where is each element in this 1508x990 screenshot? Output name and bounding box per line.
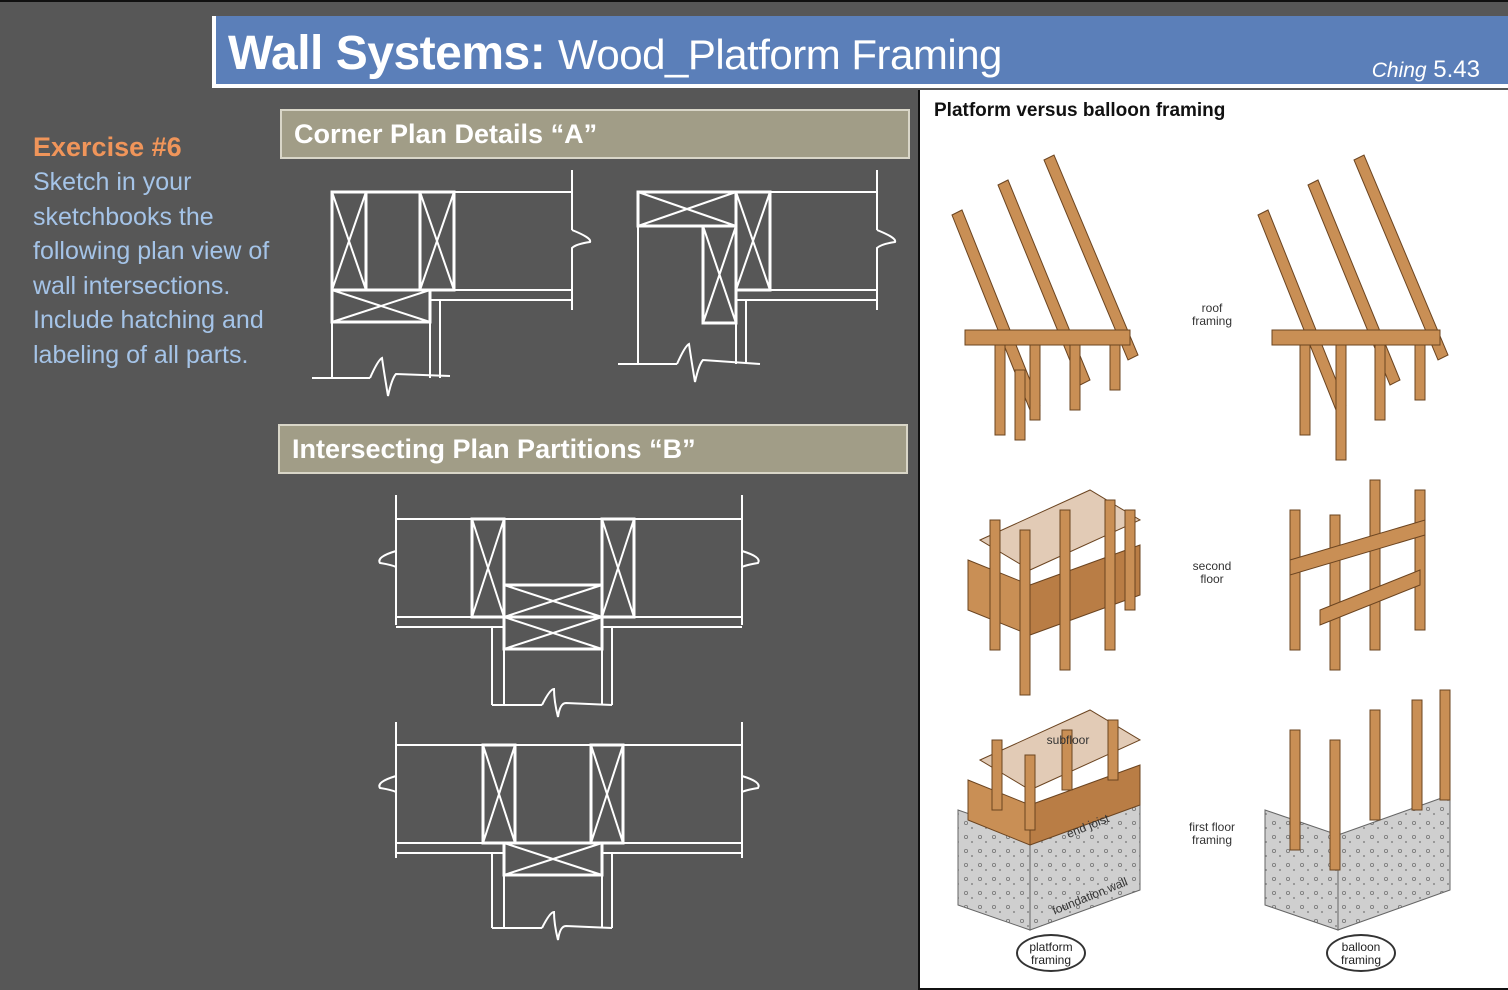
title-bar: Wall Systems: Wood_Platform Framing Chin…: [212, 16, 1508, 88]
intersecting-detail-1: [378, 495, 760, 718]
balloon-roof-framing: [1257, 154, 1449, 461]
label-first-floor-framing: first floor framing: [1188, 820, 1235, 847]
intersecting-detail-2: [378, 722, 760, 941]
platform-second-floor: [967, 489, 1142, 696]
framing-illustration: [951, 154, 1451, 931]
corner-detail-1: [312, 170, 592, 397]
balloon-second-floor: [1289, 479, 1426, 671]
exercise-instructions: Sketch in your sketchbooks the following…: [33, 168, 270, 369]
label-subfloor: subfloor: [1046, 733, 1090, 747]
figure-title: Platform versus balloon framing: [934, 100, 1226, 121]
framing-illustration-panel: Platform versus balloon framing: [918, 90, 1508, 990]
label-platform-framing: platform framing: [1016, 934, 1086, 972]
reference: Ching 5.43: [1372, 56, 1480, 84]
reference-author: Ching: [1371, 59, 1427, 82]
section-heading-intersecting: Intersecting Plan Partitions “B”: [278, 424, 908, 474]
label-balloon-framing: balloon framing: [1326, 934, 1396, 972]
corner-detail-2: [618, 170, 897, 383]
exercise-heading: Exercise #6: [33, 132, 182, 162]
balloon-first-floor: [1264, 689, 1451, 931]
platform-roof-framing: [951, 154, 1139, 441]
reference-number: 5.43: [1433, 56, 1480, 83]
platform-first-floor: [957, 709, 1142, 931]
section-heading-corner: Corner Plan Details “A”: [280, 109, 910, 159]
page-title: Wall Systems: Wood_Platform Framing: [228, 26, 1002, 81]
label-roof-framing: roof framing: [1191, 301, 1232, 328]
title-main-text: Wall Systems:: [228, 27, 546, 80]
title-sub-text: Wood_Platform Framing: [558, 31, 1002, 78]
label-second-floor: second floor: [1192, 559, 1232, 586]
exercise-panel: Exercise #6 Sketch in your sketchbooks t…: [33, 132, 283, 372]
